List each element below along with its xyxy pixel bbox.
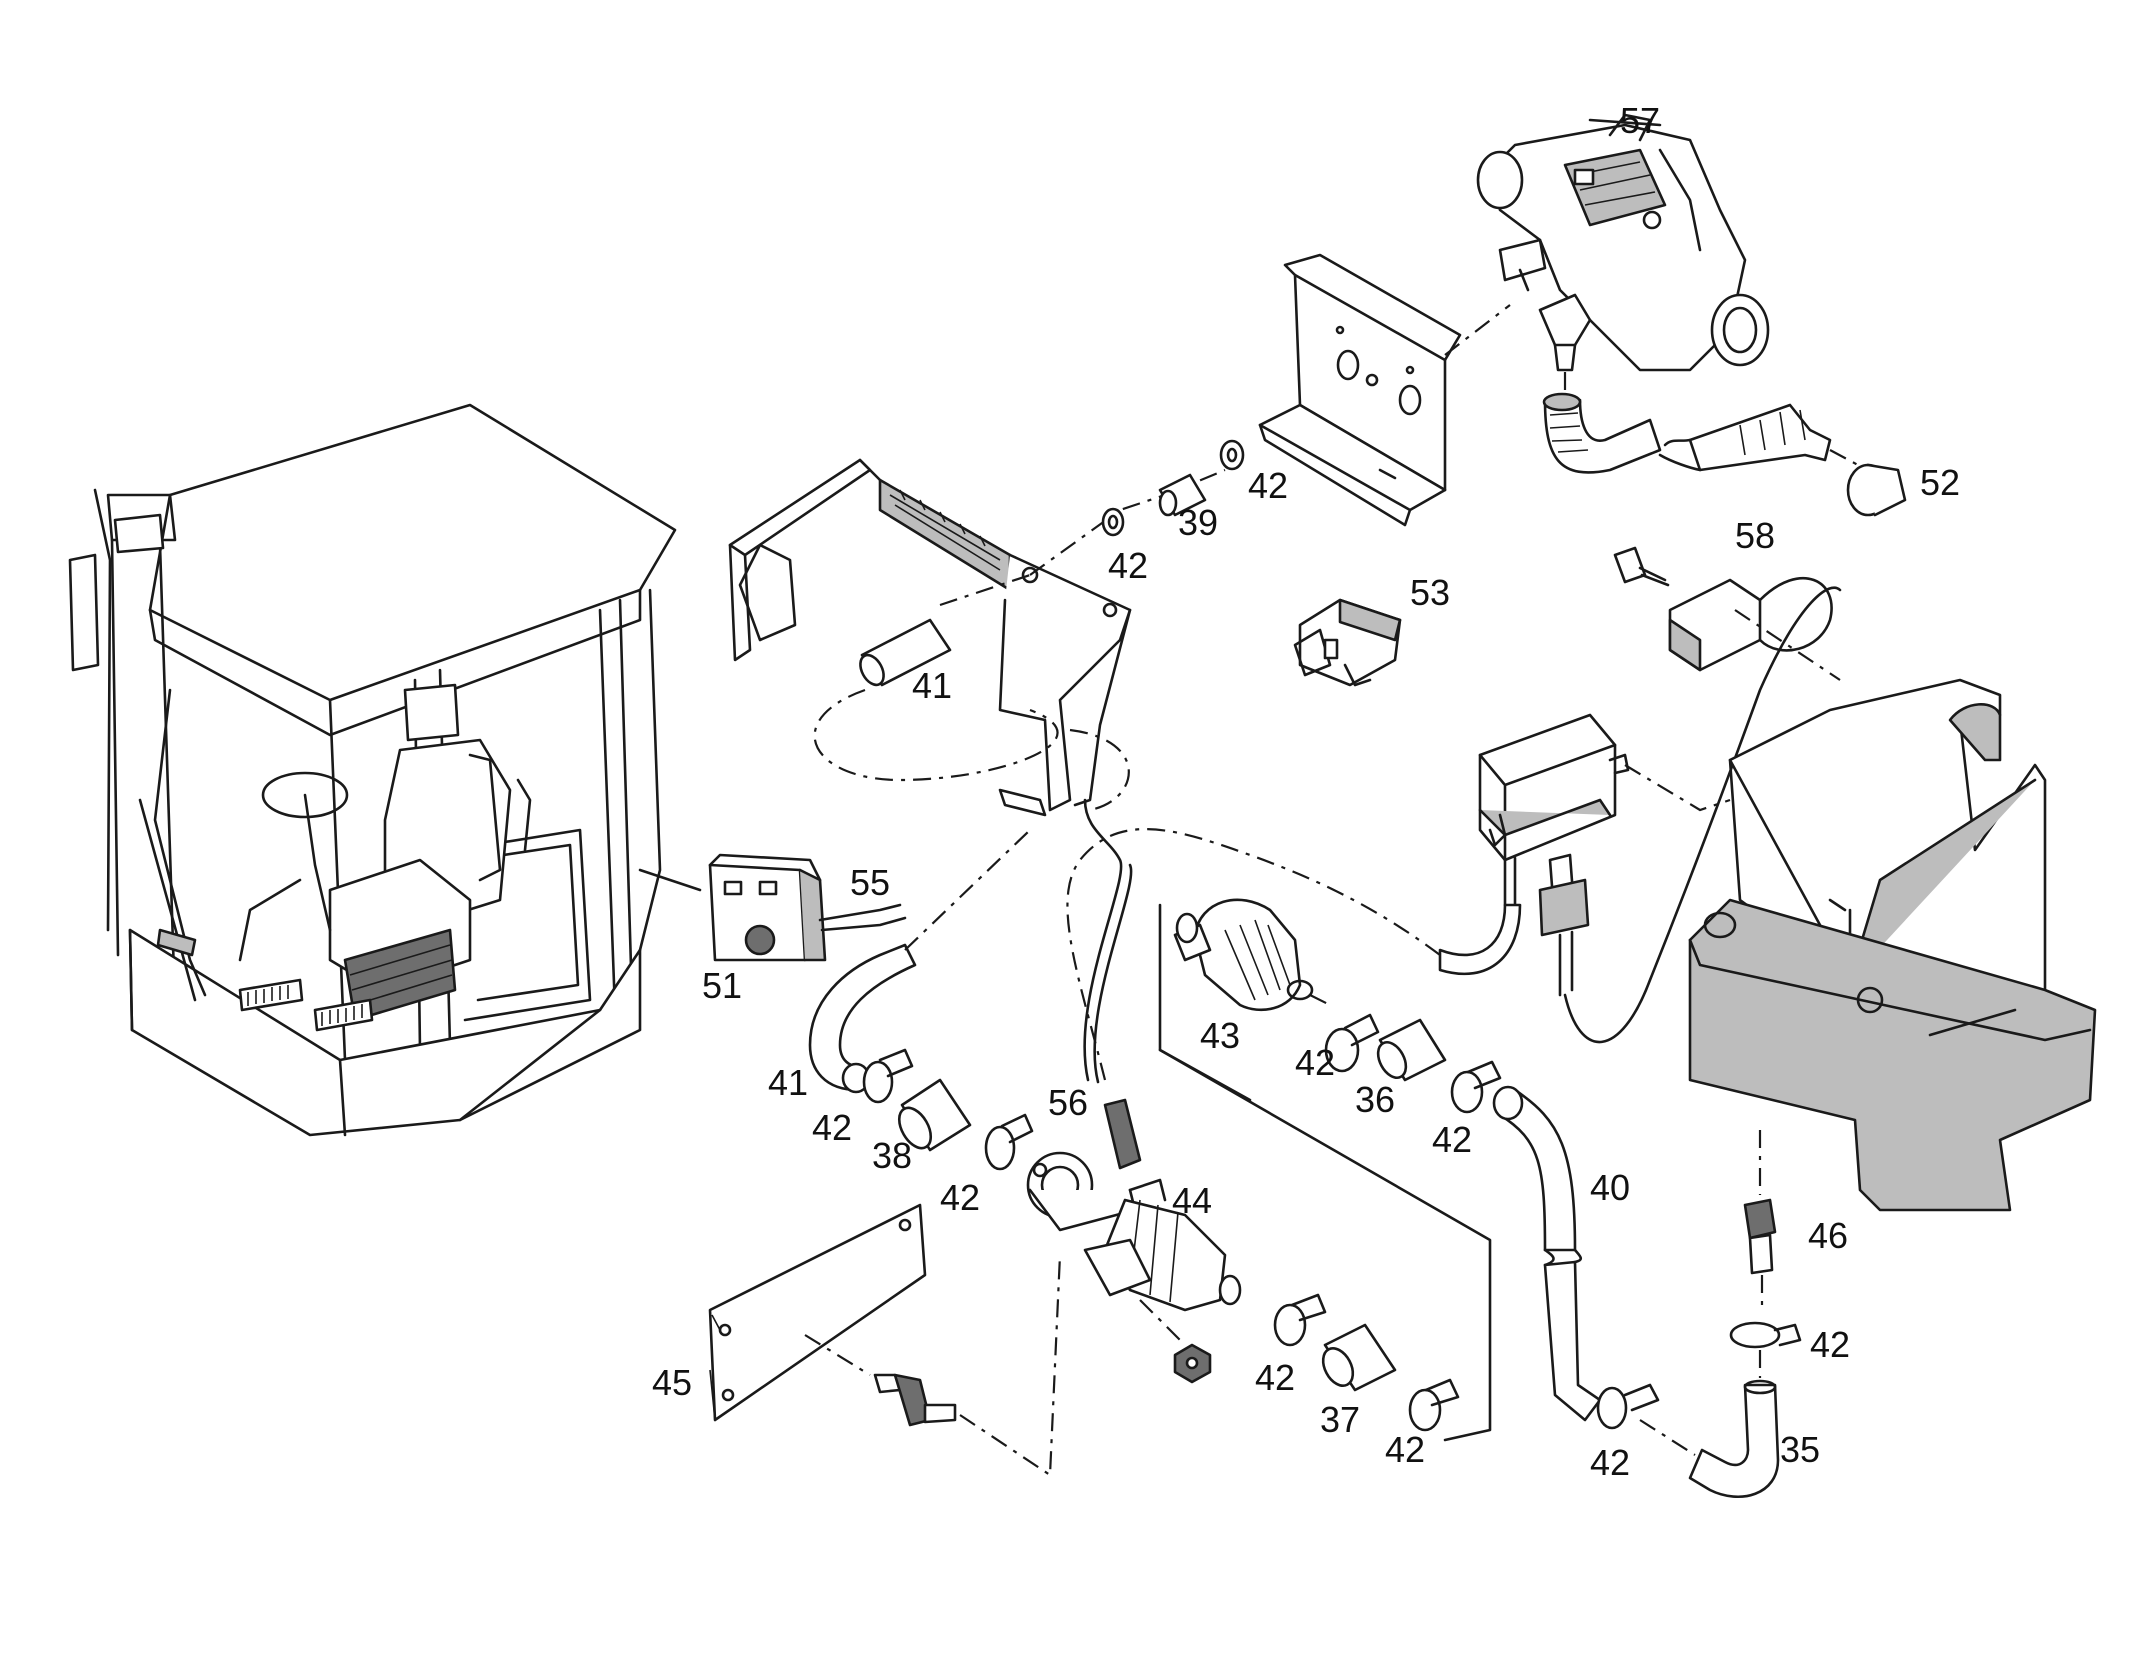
exhaust-hose (1542, 392, 1859, 474)
callout-35: 35 (1780, 1429, 1820, 1470)
callout-40: 40 (1590, 1167, 1630, 1208)
relay-53 (1293, 598, 1402, 687)
dashed-loop-mid (1069, 728, 1130, 812)
callout-42: 42 (1590, 1442, 1630, 1483)
callout-42: 42 (1432, 1119, 1472, 1160)
end-cap-52 (1846, 463, 1907, 517)
stud-bolt (873, 1254, 1062, 1477)
callout-41: 41 (768, 1062, 808, 1103)
callout-38: 38 (872, 1135, 912, 1176)
callout-42: 42 (1255, 1357, 1295, 1398)
callout-56: 56 (1048, 1082, 1088, 1123)
callout-42: 42 (1108, 545, 1148, 586)
callout-41: 41 (912, 665, 952, 706)
callout-37: 37 (1320, 1399, 1360, 1440)
fuel-filter-43 (1158, 898, 1331, 1102)
heater-housing (1688, 678, 2097, 1212)
dashed-wire-run (1066, 828, 1441, 1081)
clamp-42-lower-a (862, 1048, 914, 1104)
control-module (1438, 586, 1842, 1044)
clamp-42-bottom-a (1273, 1293, 1327, 1347)
callout-42: 42 (1295, 1042, 1335, 1083)
hose-41-lower (808, 829, 1031, 1094)
bolt-clip-58 (1613, 546, 1841, 681)
callout-39: 39 (1178, 502, 1218, 543)
callout-52: 52 (1920, 462, 1960, 503)
spacer-39 (1158, 473, 1207, 517)
control-panel-51 (708, 853, 907, 962)
callout-42: 42 (1810, 1324, 1850, 1365)
nut (1173, 1343, 1212, 1384)
callout-42: 42 (1385, 1429, 1425, 1470)
outline-frame (1158, 1048, 1492, 1442)
callout-36: 36 (1355, 1079, 1395, 1120)
callout-46: 46 (1808, 1215, 1848, 1256)
clamp-42-bottom (1596, 1383, 1696, 1456)
callout-42: 42 (940, 1177, 980, 1218)
clamp-42-right (1729, 1321, 1802, 1378)
fuel-pump-44 (1026, 798, 1242, 1341)
fitting-46 (1743, 1198, 1777, 1305)
hose-35 (1688, 1379, 1780, 1498)
plate-45 (708, 1203, 927, 1422)
callout-53: 53 (1410, 572, 1450, 613)
tube-37 (1321, 1323, 1397, 1392)
callout-57: 57 (1620, 100, 1660, 141)
dashed-loop-left (813, 688, 1059, 782)
callout-55: 55 (850, 862, 890, 903)
tube-36 (1376, 1018, 1447, 1082)
tube-38 (897, 1078, 972, 1152)
callout-labels: 57 52 42 39 42 58 53 41 55 51 43 42 36 4… (652, 100, 1960, 1483)
washer-42-top-a (1101, 507, 1125, 537)
callout-42: 42 (812, 1107, 852, 1148)
callout-43: 43 (1200, 1015, 1240, 1056)
hose-40 (1492, 1085, 1602, 1422)
mounting-plate (1258, 253, 1511, 527)
callout-51: 51 (702, 965, 742, 1006)
clamp-42-mid-a (1324, 1013, 1380, 1073)
mounting-bracket (728, 458, 1132, 817)
clamp-42-bottom-b (1408, 1378, 1460, 1432)
clamp-42-mid-b (1450, 1060, 1502, 1114)
callout-58: 58 (1735, 515, 1775, 556)
heater-unit-57 (1476, 113, 1770, 395)
washer-42-top-b (1219, 439, 1245, 471)
callout-42: 42 (1248, 465, 1288, 506)
operator-cab (68, 403, 702, 1137)
hose-41-upper (859, 618, 952, 687)
callout-44: 44 (1172, 1180, 1212, 1221)
callout-45: 45 (652, 1362, 692, 1403)
clamp-42-lower-b (984, 1113, 1034, 1171)
